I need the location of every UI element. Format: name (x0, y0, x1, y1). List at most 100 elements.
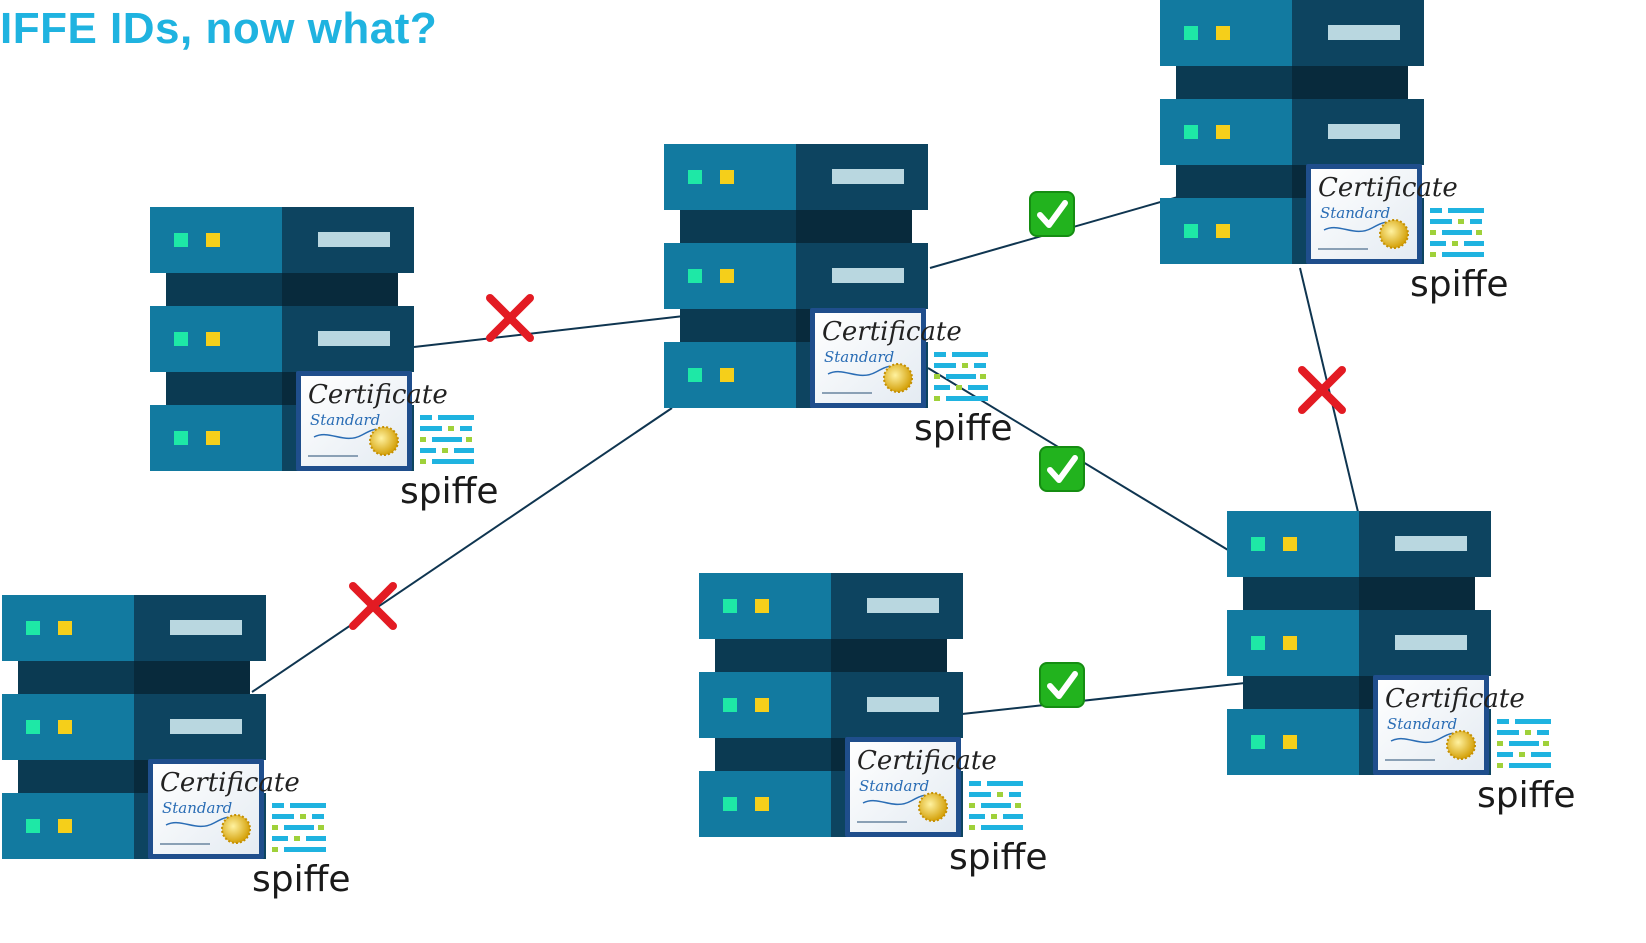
server-spacer (166, 273, 282, 306)
green-led-icon (174, 431, 188, 445)
certificate-subtitle: Standard (1387, 715, 1457, 733)
spiffe-logo-icon (272, 803, 326, 852)
spiffe-logo-bar (312, 814, 324, 819)
spiffe-logo-bar (432, 459, 474, 464)
green-check-icon (1029, 191, 1075, 237)
spiffe-logo-icon (934, 352, 988, 401)
certificate-seal-icon (918, 792, 948, 822)
spiffe-logo-bar (991, 814, 997, 819)
spiffe-logo-bar (466, 437, 472, 442)
certificate-title: Certificate (1385, 684, 1525, 714)
certificate-seal-icon (1446, 730, 1476, 760)
green-led-icon (688, 170, 702, 184)
yellow-led-icon (1216, 26, 1230, 40)
green-led-icon (723, 797, 737, 811)
certificate-seal-icon (369, 426, 399, 456)
drive-slot (1328, 124, 1400, 139)
connection-line (961, 682, 1246, 715)
green-led-icon (1184, 224, 1198, 238)
spiffe-logo-icon (969, 781, 1023, 830)
yellow-led-icon (1216, 224, 1230, 238)
spiffe-logo-bar (1442, 252, 1484, 257)
certificate-signature-line (857, 821, 907, 823)
connection-line (413, 315, 685, 348)
page-title: IFFE IDs, now what? (0, 4, 438, 53)
spiffe-logo-bar (454, 448, 474, 453)
certificate-subtitle: Standard (310, 411, 380, 429)
spiffe-logo-bar (272, 803, 284, 808)
server-spacer (1243, 676, 1359, 709)
certificate-title: Certificate (1318, 173, 1458, 203)
green-led-icon (688, 368, 702, 382)
green-led-icon (1184, 125, 1198, 139)
spiffe-logo-bar (946, 396, 988, 401)
certificate-title: Certificate (160, 768, 300, 798)
check-badge (1039, 446, 1085, 492)
spiffe-logo-bar (974, 363, 986, 368)
server-spacer (715, 738, 831, 771)
green-check-icon (1039, 446, 1085, 492)
server-spacer (1292, 66, 1408, 99)
server-spacer (831, 639, 947, 672)
spiffe-logo-bar (956, 385, 962, 390)
certificate-seal-icon (1379, 219, 1409, 249)
certificate-subtitle: Standard (1320, 204, 1390, 222)
connection-line (1299, 267, 1359, 513)
spiffe-logo-bar (420, 459, 426, 464)
spiffe-logo-bar (1497, 730, 1519, 735)
certificate-title: Certificate (308, 380, 448, 410)
green-led-icon (1251, 636, 1265, 650)
spiffe-logo-bar (968, 385, 988, 390)
spiffe-logo-bar (1003, 814, 1023, 819)
drive-slot (318, 331, 390, 346)
green-led-icon (723, 698, 737, 712)
spiffe-logo-bar (284, 847, 326, 852)
spiffe-label: spiffe (914, 408, 1013, 449)
drive-slot (1395, 536, 1467, 551)
cross-stroke (486, 294, 534, 342)
spiffe-logo-bar (969, 792, 991, 797)
yellow-led-icon (1283, 735, 1297, 749)
spiffe-logo-bar (290, 803, 326, 808)
spiffe-logo-bar (272, 836, 288, 841)
spiffe-logo-bar (962, 363, 968, 368)
spiffe-logo-bar (1497, 719, 1509, 724)
certificate-seal-icon (221, 814, 251, 844)
yellow-led-icon (58, 621, 72, 635)
yellow-led-icon (206, 431, 220, 445)
connection-line (251, 407, 673, 693)
spiffe-logo-bar (272, 825, 278, 830)
green-led-icon (26, 720, 40, 734)
spiffe-logo-bar (934, 352, 946, 357)
spiffe-logo-bar (1543, 741, 1549, 746)
spiffe-logo-bar (946, 374, 976, 379)
check-mark (1037, 200, 1068, 228)
certificate-seal-icon (883, 363, 913, 393)
spiffe-logo-bar (1452, 241, 1458, 246)
green-led-icon (688, 269, 702, 283)
server-spacer (1359, 577, 1475, 610)
green-led-icon (1251, 735, 1265, 749)
spiffe-logo-bar (438, 415, 474, 420)
yellow-led-icon (58, 819, 72, 833)
certificate-subtitle: Standard (859, 777, 929, 795)
spiffe-logo-icon (420, 415, 474, 464)
spiffe-logo-bar (1448, 208, 1484, 213)
spiffe-logo-bar (969, 814, 985, 819)
certificate-title: Certificate (857, 746, 997, 776)
drive-slot (170, 620, 242, 635)
certificate-subtitle: Standard (824, 348, 894, 366)
certificate-signature-line (160, 843, 210, 845)
spiffe-logo-bar (318, 825, 324, 830)
spiffe-logo-bar (1515, 719, 1551, 724)
yellow-led-icon (206, 332, 220, 346)
